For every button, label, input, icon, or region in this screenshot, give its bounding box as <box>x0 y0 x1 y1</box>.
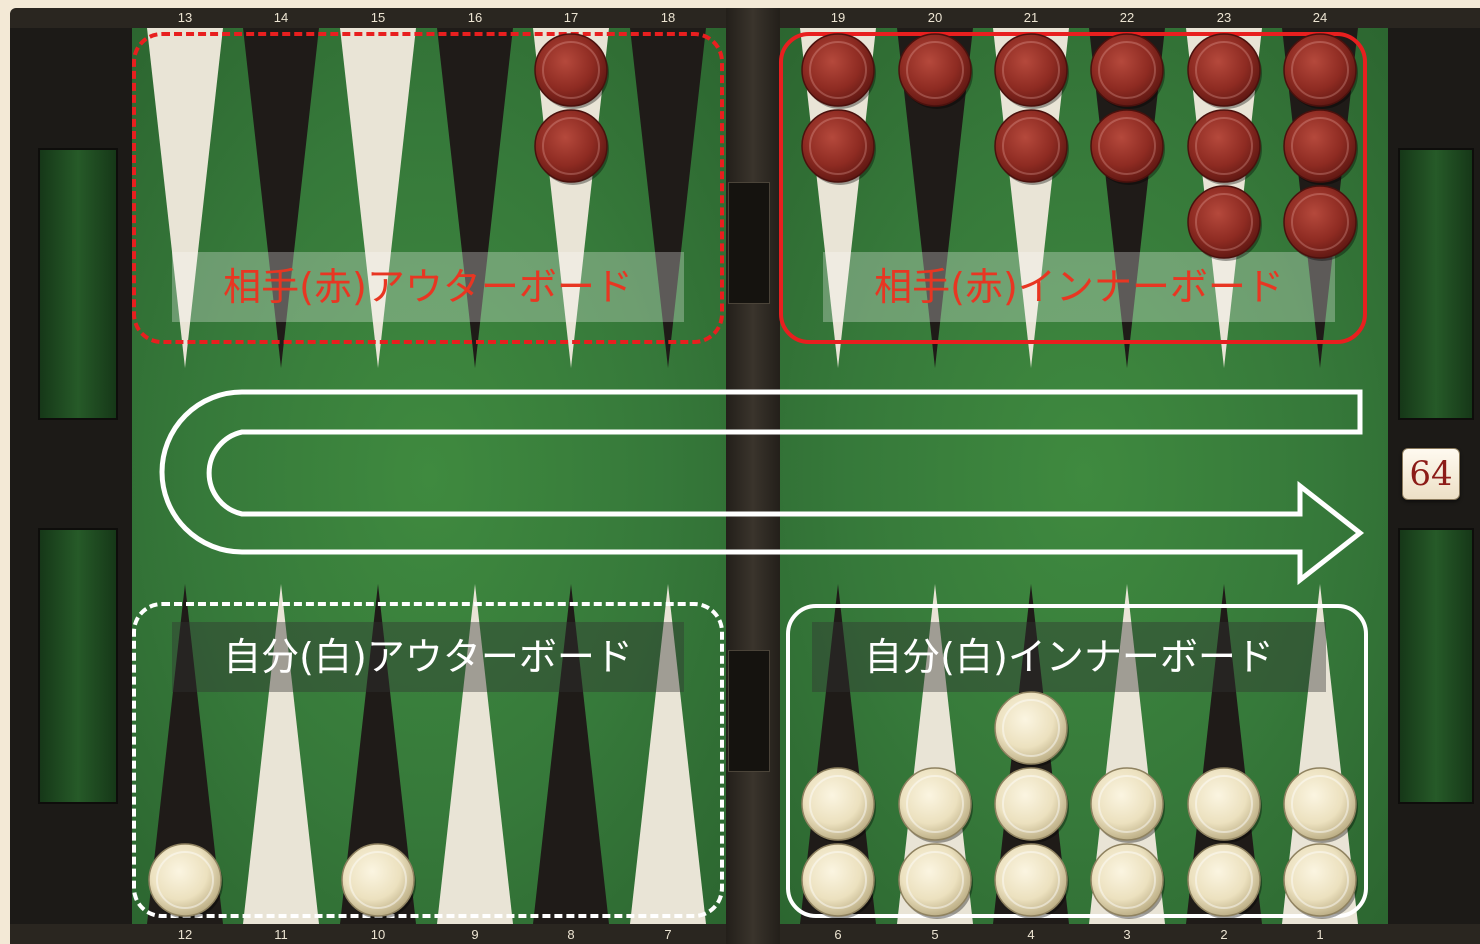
red-checker[interactable] <box>1188 186 1262 261</box>
white-checker[interactable] <box>1284 844 1358 919</box>
white-checker[interactable] <box>1091 768 1165 843</box>
white-checker[interactable] <box>899 768 973 843</box>
red-checker[interactable] <box>535 34 609 109</box>
red-checker[interactable] <box>1188 34 1262 109</box>
red-checker[interactable] <box>899 34 973 109</box>
red-checker[interactable] <box>995 34 1069 109</box>
white-checker[interactable] <box>1091 844 1165 919</box>
checkers-layer <box>149 34 1358 919</box>
white-checker[interactable] <box>899 844 973 919</box>
red-checker[interactable] <box>1188 110 1262 185</box>
white-checker[interactable] <box>342 844 416 919</box>
white-checker[interactable] <box>1188 768 1262 843</box>
red-checker[interactable] <box>535 110 609 185</box>
white-checker[interactable] <box>802 844 876 919</box>
red-checker[interactable] <box>1091 110 1165 185</box>
white-checker[interactable] <box>1188 844 1262 919</box>
red-checker[interactable] <box>995 110 1069 185</box>
red-checker[interactable] <box>802 110 876 185</box>
u-turn-arrow-icon <box>162 392 1360 580</box>
white-checker[interactable] <box>995 768 1069 843</box>
white-checker[interactable] <box>1284 768 1358 843</box>
u-turn-arrow-shape <box>162 392 1360 580</box>
red-checker[interactable] <box>1284 34 1358 109</box>
red-checker[interactable] <box>1284 186 1358 261</box>
white-checker[interactable] <box>149 844 223 919</box>
white-checker[interactable] <box>995 692 1069 767</box>
red-checker[interactable] <box>802 34 876 109</box>
red-checker[interactable] <box>1091 34 1165 109</box>
white-checker[interactable] <box>995 844 1069 919</box>
red-checker[interactable] <box>1284 110 1358 185</box>
white-checker[interactable] <box>802 768 876 843</box>
